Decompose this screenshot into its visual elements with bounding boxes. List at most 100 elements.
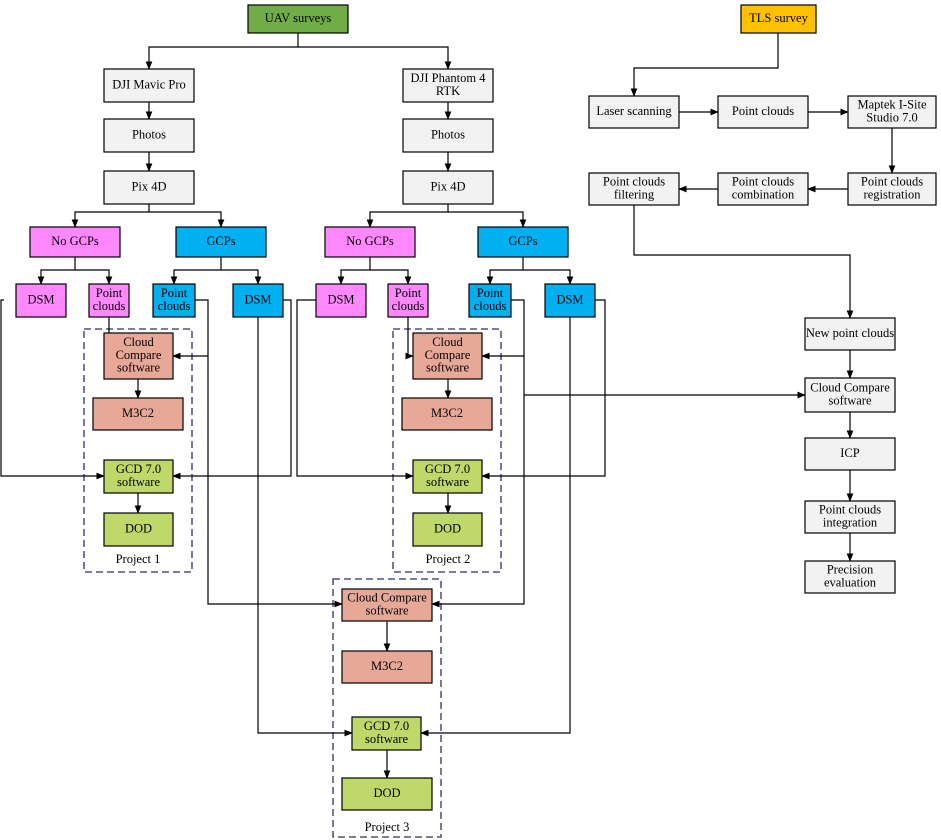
- gcd3-rect: [351, 716, 422, 751]
- cc_tls-label: software: [828, 393, 871, 407]
- laser-rect: [588, 95, 680, 129]
- tls-rect: [740, 4, 817, 34]
- nogcp2-label: No GCPs: [346, 234, 394, 248]
- gcd1-label: GCD 7.0: [116, 462, 161, 476]
- mavic-label: DJI Mavic Pro: [112, 77, 186, 91]
- pix2-box: Pix 4D: [402, 170, 494, 205]
- gcp2-label: GCPs: [508, 234, 537, 248]
- connector-15: [337, 257, 371, 285]
- dsm1b-rect: [232, 283, 284, 318]
- photos1-rect: [103, 118, 195, 153]
- project1-label: Project 1: [116, 552, 161, 566]
- pcint-label: Point clouds: [819, 502, 881, 516]
- newpc-rect: [804, 317, 896, 351]
- connector-34: [420, 317, 571, 737]
- pcint-label: integration: [823, 515, 878, 529]
- dod1-box: DOD: [103, 512, 174, 547]
- gcd3-label: GCD 7.0: [364, 719, 409, 733]
- pc1b-label: Point: [161, 286, 188, 300]
- gcp1-label: GCPs: [206, 234, 235, 248]
- project2-label: Project 2: [426, 552, 471, 566]
- phantom-label: DJI Phantom 4: [411, 71, 487, 85]
- m3c2_2-rect: [401, 397, 493, 431]
- laser-label: Laser scanning: [596, 104, 672, 118]
- gcp1-box: GCPs: [175, 226, 267, 258]
- m3c2_3-label: M3C2: [371, 659, 403, 673]
- connector-11: [37, 257, 76, 285]
- connector-7: [71, 204, 150, 228]
- pc2a-rect: [387, 283, 429, 318]
- dod3-label: DOD: [373, 786, 400, 800]
- maptek-label: Studio 7.0: [866, 110, 917, 124]
- connector-32: [431, 356, 525, 608]
- project3-group: Project 3: [332, 578, 442, 838]
- dsm2a-box: DSM: [315, 283, 367, 318]
- gcp1-rect: [175, 226, 267, 258]
- mavic-box: DJI Mavic Pro: [103, 68, 195, 103]
- pc1a-label: Point: [96, 286, 123, 300]
- connector-12: [75, 269, 113, 285]
- pcreg-label: Point clouds: [861, 174, 923, 188]
- dsm1a-rect: [15, 283, 67, 318]
- m3c2_3-rect: [341, 650, 433, 684]
- connector-28: [296, 299, 414, 480]
- nogcp1-label: No GCPs: [51, 234, 99, 248]
- newpc-label: New point clouds: [806, 326, 894, 340]
- connector-23: [172, 299, 292, 480]
- cc2-label: Cloud: [432, 335, 463, 349]
- connector-29: [481, 299, 606, 480]
- pix2-label: Pix 4D: [430, 179, 465, 193]
- uav-rect: [247, 4, 349, 34]
- connector-20: [172, 299, 209, 360]
- m3c2_1-rect: [92, 397, 184, 431]
- uav-box: UAV surveys: [247, 4, 349, 34]
- nogcp1-rect: [29, 226, 121, 258]
- connector-13: [170, 257, 222, 285]
- icp-label: ICP: [840, 446, 860, 460]
- cc1-label: Compare: [116, 348, 162, 362]
- dsm2b-rect: [544, 283, 596, 318]
- photos2-label: Photos: [431, 127, 465, 141]
- project3-label: Project 3: [365, 820, 410, 834]
- connector-14: [221, 269, 262, 285]
- m3c2_1-label: M3C2: [122, 406, 154, 420]
- cc2-label: Compare: [425, 348, 471, 362]
- connectors: [0, 33, 896, 779]
- prec-rect: [804, 560, 896, 594]
- connector-9: [366, 204, 449, 228]
- cc1-rect: [103, 332, 174, 380]
- project-groups: Project 1 Project 2 Project 3: [83, 328, 502, 838]
- connector-43: [633, 205, 854, 319]
- dod2-rect: [412, 512, 483, 547]
- cc3-label: Cloud Compare: [347, 590, 427, 604]
- pc1b-rect: [152, 283, 196, 318]
- pcreg-label: registration: [864, 187, 922, 201]
- connector-37: [630, 33, 779, 97]
- pix1-label: Pix 4D: [131, 179, 166, 193]
- pc1b-label: clouds: [158, 299, 191, 313]
- dsm2a-label: DSM: [327, 292, 354, 306]
- gcd2-label: software: [426, 475, 469, 489]
- pcfilt-label: filtering: [614, 187, 655, 201]
- connector-1: [145, 33, 299, 70]
- gcd1-rect: [103, 459, 174, 494]
- connector-33: [257, 317, 353, 737]
- project3-border: [332, 578, 442, 838]
- dsm1a-label: DSM: [27, 292, 54, 306]
- pc1a-rect: [88, 283, 130, 318]
- pcfilt-rect: [588, 172, 680, 206]
- gcp2-box: GCPs: [477, 226, 569, 258]
- pc_tls-box: Point clouds: [717, 95, 809, 129]
